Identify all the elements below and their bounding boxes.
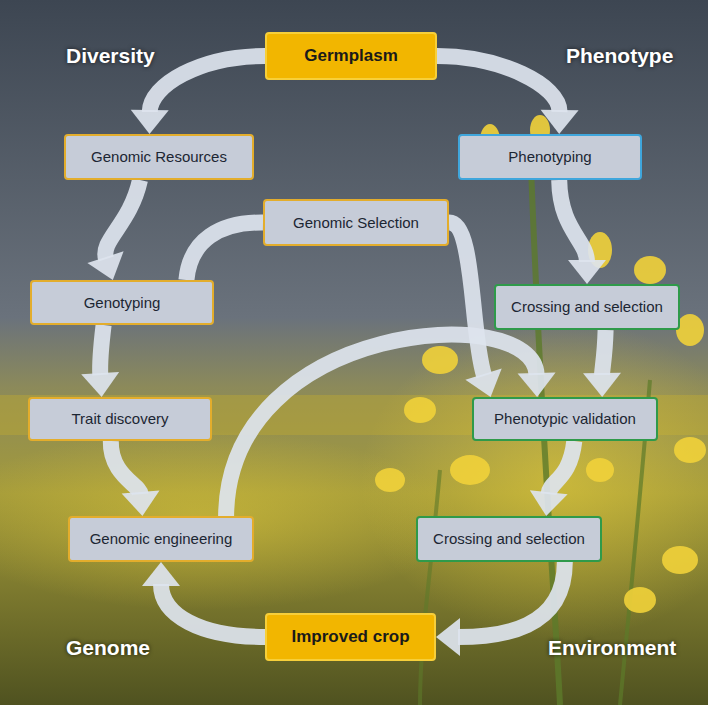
- quadrant-label: Environment: [548, 636, 676, 660]
- node-text: Genomic Resources: [91, 148, 227, 165]
- arrow-shaft: [549, 441, 575, 494]
- arrow-shaft: [458, 562, 565, 637]
- arrow-shaft: [449, 222, 484, 375]
- result-box: Improved crop: [265, 613, 436, 661]
- arrow-head: [142, 562, 180, 586]
- process-box: Phenotypic validation: [472, 397, 658, 441]
- node-text: Genomic engineering: [90, 530, 233, 547]
- flow-arrow: [81, 325, 119, 397]
- arrow-shaft: [186, 222, 263, 280]
- quadrant-label: Genome: [66, 636, 150, 660]
- process-box: Genomic Resources: [64, 134, 254, 180]
- process-box: Trait discovery: [28, 397, 212, 441]
- process-box: Crossing and selection: [416, 516, 602, 562]
- arrow-shaft: [111, 441, 141, 494]
- arrow-shaft: [161, 584, 265, 637]
- node-text: Genotyping: [84, 294, 161, 311]
- arrow-head: [122, 491, 160, 516]
- arrow-head: [541, 110, 579, 134]
- quadrant-label: Diversity: [66, 44, 155, 68]
- arrow-shaft: [100, 325, 103, 375]
- arrow-head: [465, 368, 501, 397]
- source-box: Germplasm: [265, 32, 437, 80]
- flow-arrow: [436, 562, 565, 656]
- arrow-shaft: [105, 180, 140, 259]
- flow-arrow: [142, 562, 265, 637]
- flow-arrow: [111, 441, 160, 516]
- process-box: Phenotyping: [458, 134, 642, 180]
- process-box: Crossing and selection: [494, 284, 680, 330]
- flow-arrow: [186, 222, 263, 280]
- arrow-head: [87, 251, 123, 280]
- arrow-shaft: [437, 56, 560, 112]
- node-text: Improved crop: [291, 627, 409, 647]
- flow-arrow: [437, 56, 579, 134]
- arrow-head: [131, 110, 169, 134]
- arrow-head: [81, 372, 119, 397]
- node-text: Crossing and selection: [511, 298, 663, 315]
- flow-arrow: [530, 441, 574, 516]
- flow-arrow: [583, 330, 621, 397]
- process-box: Genomic engineering: [68, 516, 254, 562]
- flow-arrow: [131, 56, 265, 134]
- arrow-head: [518, 373, 556, 397]
- node-text: Phenotypic validation: [494, 410, 636, 427]
- node-text: Trait discovery: [72, 410, 169, 427]
- process-box: Genomic Selection: [263, 199, 449, 246]
- arrow-head: [583, 373, 621, 397]
- node-text: Genomic Selection: [293, 214, 419, 231]
- arrow-shaft: [559, 180, 587, 262]
- arrow-head: [568, 260, 606, 284]
- arrow-head: [436, 618, 460, 656]
- process-box: Genotyping: [30, 280, 214, 325]
- arrow-shaft: [150, 56, 265, 112]
- node-text: Crossing and selection: [433, 530, 585, 547]
- quadrant-label: Phenotype: [566, 44, 673, 68]
- node-text: Germplasm: [304, 46, 398, 66]
- flow-arrow: [87, 180, 140, 280]
- flow-arrow: [559, 180, 606, 284]
- node-text: Phenotyping: [508, 148, 591, 165]
- arrow-head: [530, 490, 568, 516]
- arrow-shaft: [602, 330, 606, 375]
